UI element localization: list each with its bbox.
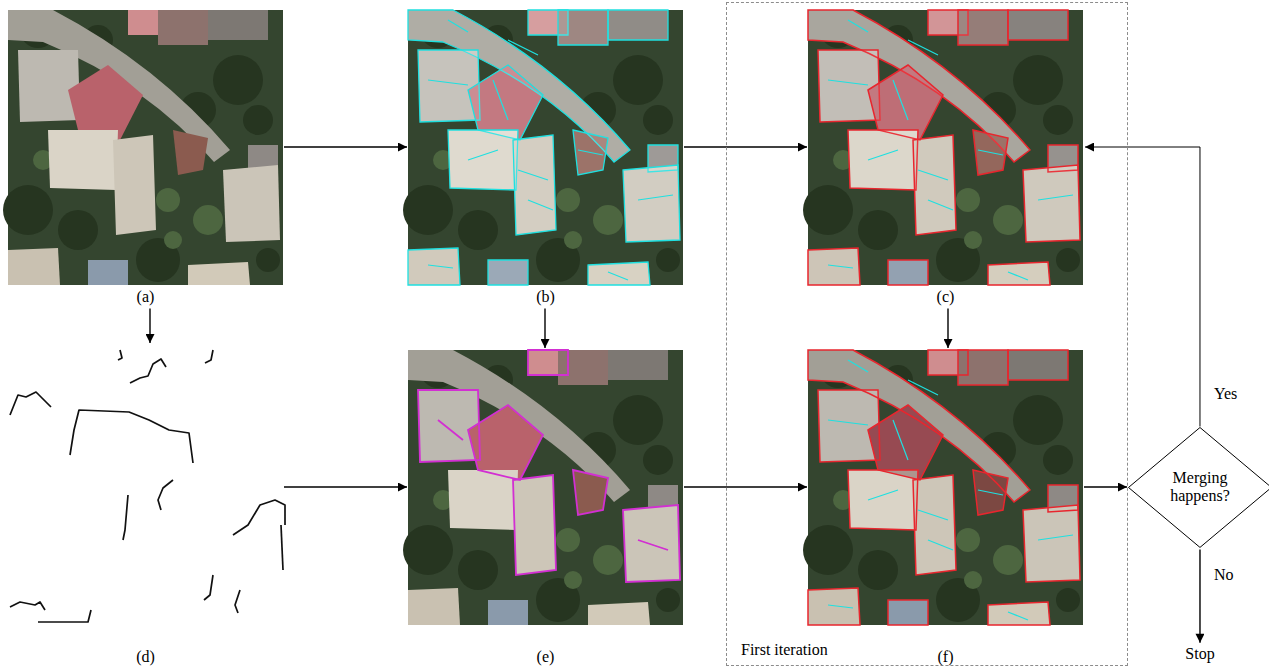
merged-image [808,350,1080,625]
flow-arrow [284,146,407,147]
merged-image [803,350,1083,625]
line-segment-map [123,495,128,540]
merged-image [803,10,1083,285]
flow-arrow [684,486,807,487]
line-segment-map [38,610,91,622]
line-segment-map [205,350,213,363]
merged-image [808,10,1080,285]
terminal-text: Stop [1183,645,1216,663]
panel-label: (e) [408,648,683,666]
line-segment-map [158,480,173,510]
edge-label: Yes [1214,385,1237,403]
oversegmented-image [403,10,683,285]
image-panel: (e) [408,350,683,666]
flow-arrow [684,146,807,147]
line-segment-map [204,575,213,600]
line-overlay-image [403,350,683,625]
terminal-label: Stop [1183,645,1216,665]
line-overlay-image [418,350,680,582]
line-segment-map [233,500,285,535]
panel-label: (a) [8,288,283,306]
edge-label: No [1214,566,1234,584]
merged-image [828,360,1073,620]
decision-text: Merging happens? [1160,469,1240,506]
flow-arrow [1084,486,1127,487]
panel-label: (c) [808,288,1083,306]
image-panel: (c) [808,10,1083,306]
flow-arrow [1085,147,1200,427]
oversegmented-image [408,10,680,285]
flow-arrow [1199,549,1200,642]
oversegmented-image [403,10,683,285]
group-label: First iteration [741,641,828,659]
line-overlay-image [403,350,683,625]
line-segment-map [10,350,285,622]
flow-arrow [947,308,948,348]
line-segment-map [70,410,193,463]
panel-label: (d) [8,648,283,666]
line-segment-map [10,602,45,610]
flow-arrow [149,308,150,343]
oversegmented-image [428,20,673,280]
flow-arrow [544,308,545,348]
merged-image [828,20,1073,280]
line-segment-map [281,525,283,570]
aerial-image [3,10,283,285]
line-segment-map [130,359,166,383]
image-panel: (a) [8,10,283,306]
merged-image [803,10,1083,285]
diamond-outline [1129,427,1269,547]
image-panel: (d) [8,345,283,666]
aerial-image [3,10,283,285]
iteration-group: First iteration (c) (f) [726,2,1128,666]
flow-arrow [284,486,407,487]
panel-label: (f) [808,648,1083,666]
image-panel: (b) [408,10,683,306]
merged-image [803,350,1083,625]
image-panel: (f) [808,350,1083,666]
line-segment-map [10,392,51,415]
decision-diamond: Merging happens? [1128,427,1269,548]
panel-label: (b) [408,288,683,306]
line-segment-map [235,590,240,613]
line-segment-map [118,350,122,360]
